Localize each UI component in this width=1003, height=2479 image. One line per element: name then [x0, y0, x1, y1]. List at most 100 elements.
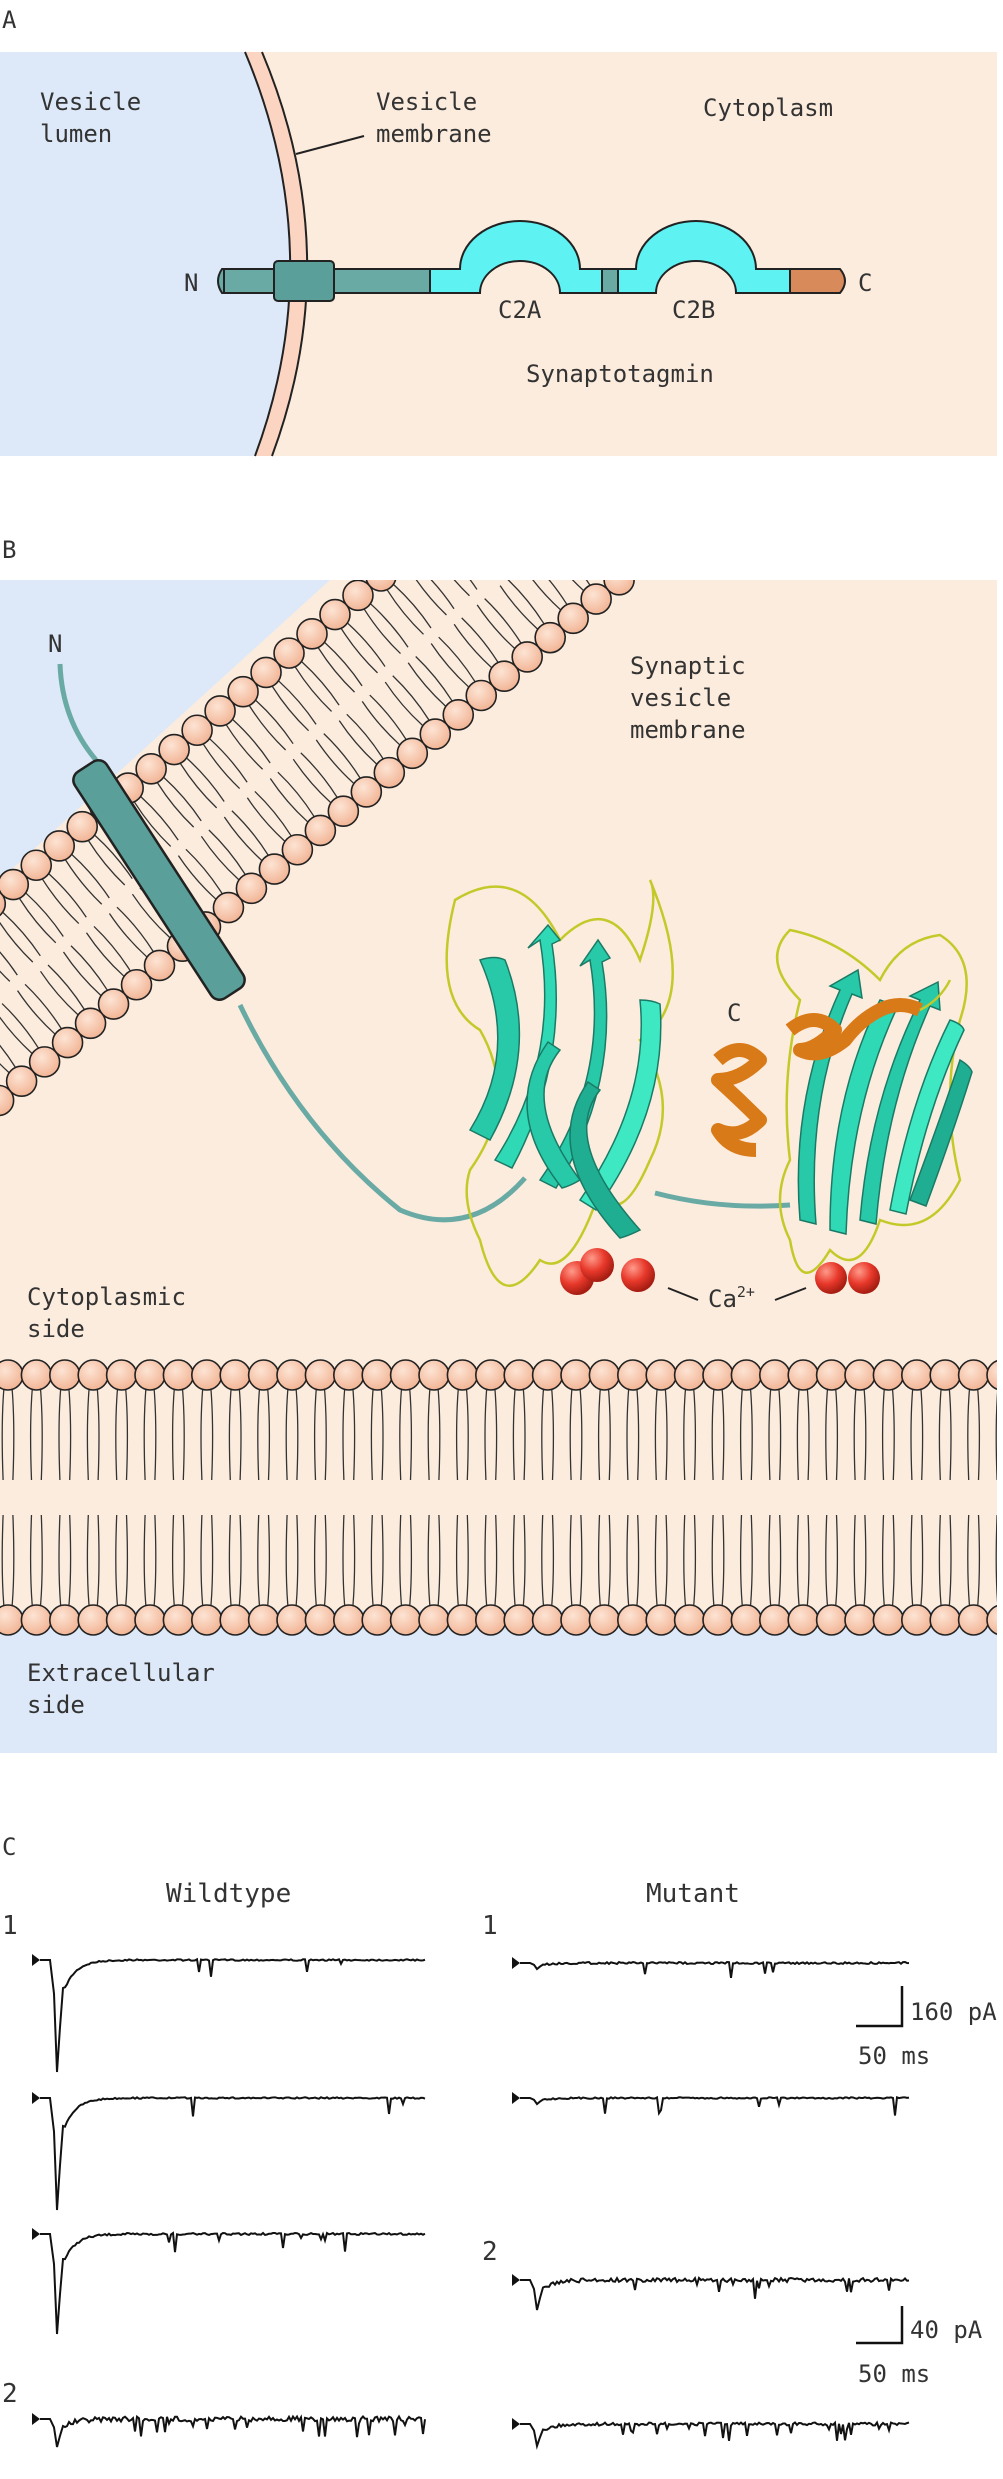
calcium-ion — [621, 1258, 655, 1292]
stimulus-arrowhead — [512, 2418, 520, 2430]
stimulus-arrowhead — [512, 2274, 520, 2286]
lipid-head — [51, 1026, 84, 1059]
lipid-head — [342, 580, 374, 612]
c2a-label: C2A — [498, 296, 542, 324]
lipid-head — [503, 1359, 536, 1391]
stimulus-arrowhead — [32, 2092, 40, 2104]
lipid-head — [304, 1359, 337, 1391]
lipid-head — [212, 891, 245, 924]
lipid-head — [418, 1359, 450, 1391]
lipid-head — [365, 580, 397, 592]
current-trace — [520, 1960, 910, 1979]
lipid-head — [66, 810, 99, 843]
lipid-head — [0, 1359, 24, 1391]
lipid-head — [332, 1359, 365, 1391]
n-terminus-label-b: N — [48, 630, 62, 658]
lipid-head — [219, 1604, 251, 1636]
lipid-head — [474, 1604, 507, 1636]
membrane-outer-line — [244, 51, 292, 457]
lipid-head — [361, 1359, 394, 1391]
mutant-title: Mutant — [646, 1879, 740, 1909]
lipid-head — [560, 1604, 592, 1636]
lipid-head — [588, 1359, 621, 1391]
lipid-head — [534, 621, 566, 654]
current-traces — [32, 1954, 910, 2450]
wildtype-group-2-label: 2 — [2, 2379, 18, 2409]
lipid-head — [730, 1359, 763, 1391]
lipid-head — [327, 795, 360, 827]
calcium-pointer-right — [774, 1287, 807, 1301]
panel-b: B — [0, 465, 997, 1753]
lipid-head — [435, 503, 465, 533]
lipid-head — [531, 1604, 564, 1636]
lipid-head — [900, 1359, 933, 1391]
lipid-head — [957, 1359, 990, 1391]
stimulus-arrowhead — [512, 1957, 520, 1969]
lipid-head — [481, 465, 511, 495]
stimulus-arrowhead — [512, 2092, 520, 2104]
lipid-head — [49, 1359, 81, 1391]
lipid-head — [929, 1604, 962, 1636]
lipid-head — [787, 1604, 820, 1636]
calcium-ion — [815, 1262, 847, 1294]
cytoplasm-background — [0, 580, 997, 1753]
lipid-head — [250, 656, 282, 689]
lipid-head — [418, 1604, 450, 1636]
lipid-head — [702, 1604, 734, 1636]
calcium-pointer-left — [667, 1287, 699, 1301]
lipid-head — [162, 1359, 195, 1391]
lipid-head — [74, 1007, 107, 1040]
lipid-head — [332, 1604, 365, 1636]
lipid-head — [373, 756, 406, 789]
lipid-head — [474, 1359, 507, 1391]
membrane-inner-line — [261, 51, 309, 457]
lipid-head — [162, 1604, 195, 1636]
cytoplasm-label: Cytoplasm — [703, 94, 833, 122]
lipid-head — [20, 849, 53, 882]
transmembrane-helix — [72, 759, 246, 1001]
lipid-head — [77, 1604, 109, 1636]
synaptotagmin-label: Synaptotagmin — [526, 360, 714, 388]
lipid-head — [872, 1359, 905, 1391]
lipid-head — [276, 1359, 308, 1391]
plasma-membrane-bilayer — [0, 1359, 997, 1636]
lipid-head — [273, 637, 305, 669]
transmembrane-domain — [273, 260, 335, 302]
lipid-head — [616, 1359, 649, 1391]
lipid-head — [219, 1359, 251, 1391]
lipid-head — [446, 1359, 479, 1391]
lipid-head — [5, 1065, 38, 1097]
lipid-head — [134, 1359, 166, 1391]
c-terminal-helices — [711, 979, 952, 1157]
lipid-head — [0, 891, 7, 917]
lipid-head — [872, 1604, 905, 1636]
current-trace — [40, 2231, 426, 2335]
lipid-head — [446, 1604, 479, 1636]
lipid-head — [105, 1359, 138, 1391]
lipid-head — [557, 602, 589, 635]
c-terminus-label-b: C — [727, 999, 741, 1027]
vesicle-membrane-band — [245, 52, 308, 456]
c2-domain-linker — [654, 1190, 791, 1209]
scale-bar-160pa-time-label: 50 ms — [858, 2042, 930, 2070]
c2b-domain — [617, 220, 791, 294]
lipid-head — [105, 1604, 138, 1636]
current-trace — [520, 2420, 910, 2450]
panel-a-label: A — [2, 6, 17, 34]
lipid-head — [412, 522, 442, 552]
stimulus-arrowhead — [32, 2413, 40, 2425]
lipid-head — [580, 583, 612, 615]
lipid-head — [319, 598, 351, 631]
lipid-head — [488, 660, 521, 693]
current-trace — [520, 2276, 910, 2311]
lipid-head — [645, 1604, 678, 1636]
c2b-ribbon — [775, 928, 973, 1274]
lipid-head — [0, 1084, 15, 1117]
lipid-head — [815, 1359, 848, 1391]
lipid-head — [135, 753, 167, 785]
lipid-head — [43, 830, 76, 862]
